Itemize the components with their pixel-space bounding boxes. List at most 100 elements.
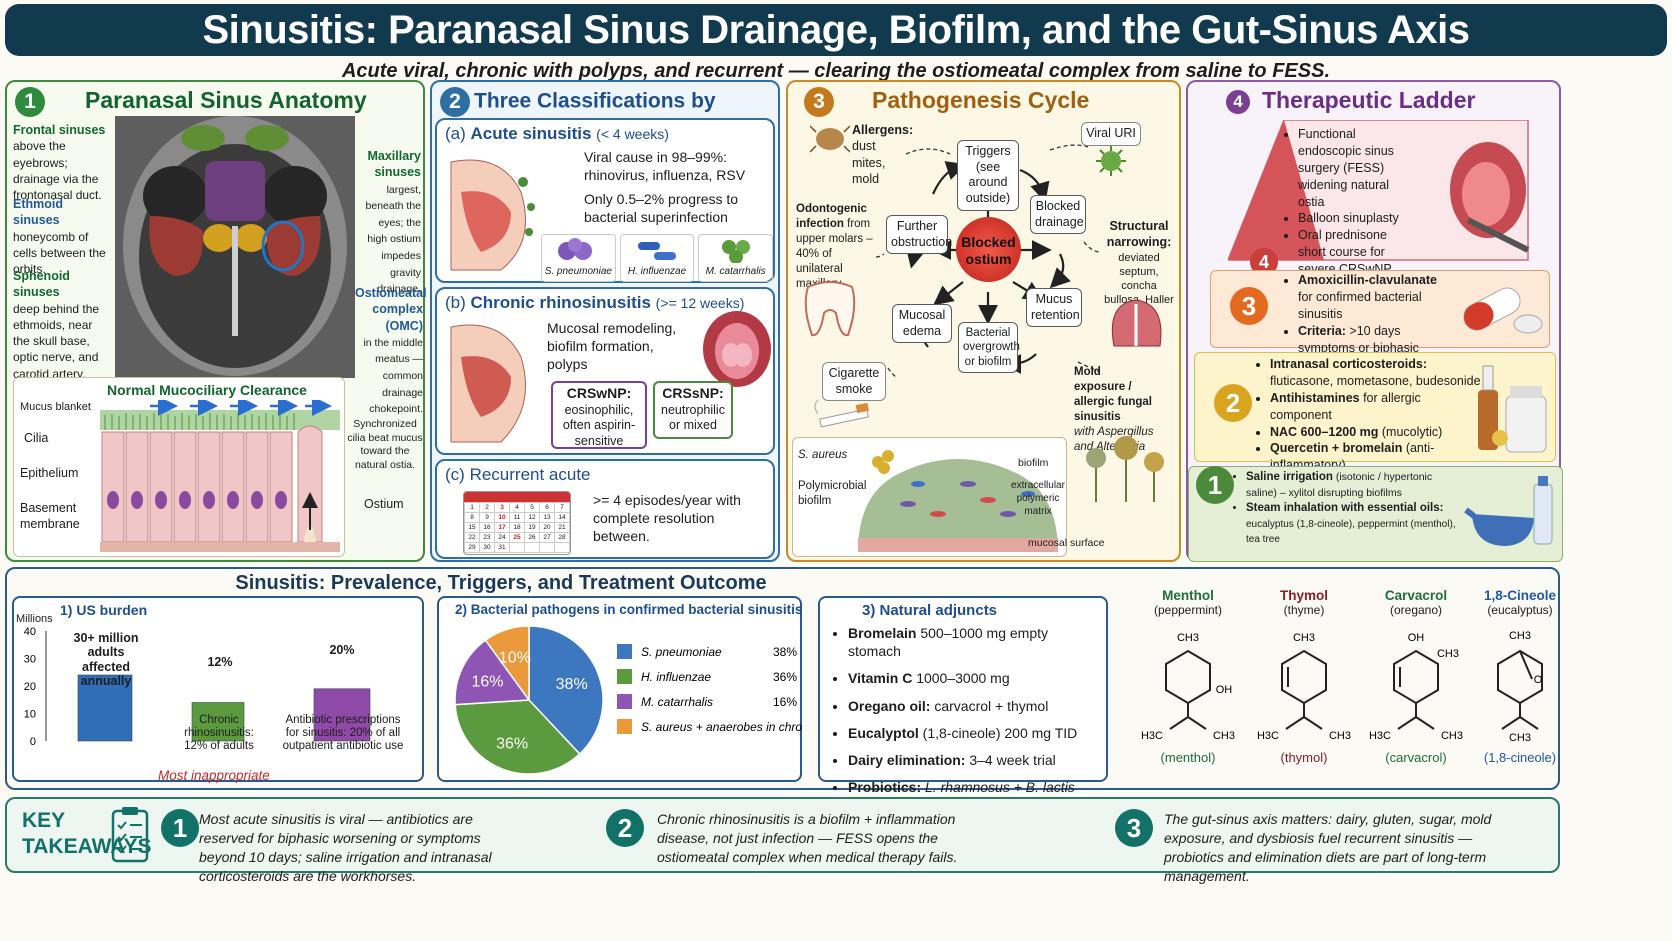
calendar-day [554, 542, 570, 553]
bar3-label: Antibiotic prescriptions for sinusitis: … [282, 714, 404, 753]
takeaway-text: The gut-sinus axis matters: dairy, glute… [1164, 811, 1492, 884]
calendar-day [539, 542, 555, 553]
adjunct-item: Dairy elimination: 3–4 week trial [848, 751, 1102, 769]
bond [1519, 716, 1539, 730]
page-subtitle: Acute viral, chronic with polyps, and re… [341, 60, 1331, 82]
panel-number-badge: 3 [804, 87, 834, 117]
mucus-retention-node: Mucus retention [1026, 288, 1082, 328]
polymicrobial-label: Polymicrobial biofilm [798, 480, 867, 507]
ethmoid-sinus [205, 161, 265, 221]
calendar-day: 31 [494, 542, 510, 553]
legend-entry: M. catarrhalis [641, 695, 713, 709]
legend-entry: S. pneumoniae [641, 645, 722, 659]
chronic-box: (b) Chronic rhinosinusitis (>= 12 weeks)… [435, 287, 775, 455]
mucociliary-title: Normal Mucociliary Clearance [107, 382, 307, 398]
tier4-list: Functional endoscopic sinus surgery (FES… [1284, 126, 1414, 278]
bridge [1519, 650, 1533, 680]
viral-uri-node: Viral URI [1081, 122, 1141, 146]
calendar-day: 23 [479, 532, 495, 543]
bar1-label: 30+ million adults affected annually [73, 631, 139, 689]
sphenoid-sinus-left [203, 224, 235, 252]
tier1-item: Saline irrigation (isotonic / hypertonic… [1246, 470, 1462, 501]
triggers-node: Triggers (see around outside) [957, 140, 1019, 211]
bond [1415, 716, 1435, 730]
adjunct-item: Eucalyptol (1,8-cineole) 200 mg TID [848, 724, 1102, 742]
anatomy-title-text: Paranasal Sinus Anatomy [85, 87, 367, 114]
bottom-title: Sinusitis: Prevalence, Triggers, and Tre… [235, 572, 767, 594]
chronic-heading: (b) Chronic rhinosinusitis (>= 12 weeks) [445, 293, 745, 312]
cigarette-node: Cigarette smoke [822, 362, 886, 402]
crswnp-box: CRSwNP:eosinophilic, often aspirin-sensi… [551, 381, 647, 449]
bond [1501, 716, 1521, 730]
frontal-sinus-left [181, 125, 225, 151]
therapy-title-text: Therapeutic Ladder [1262, 87, 1476, 113]
calendar-day: 28 [554, 532, 570, 543]
molecule-source: (eucalyptus) [1487, 603, 1553, 617]
acute-heading: (a) Acute sinusitis (< 4 weeks) [445, 124, 669, 143]
basement-membrane-label: Basement membrane [20, 501, 80, 532]
pie-slice-1 [528, 625, 604, 756]
bond [1285, 716, 1305, 730]
bacteria-row: S. pneumoniae H. influenzae M. catarrhal… [541, 234, 774, 282]
y-tick-label: 40 [24, 626, 36, 638]
calendar-day: 25 [509, 532, 525, 543]
bar-2 [191, 702, 245, 742]
calendar-day: 4 [509, 502, 525, 513]
calendar-day: 14 [554, 512, 570, 523]
molecule-name: Thymol [1279, 588, 1328, 603]
tier1-number: 1 [1196, 466, 1234, 504]
adjunct-item: Probiotics: L. rhamnosus + B. lactis [848, 778, 1102, 796]
tier4-item: Balloon sinuplasty [1298, 210, 1414, 227]
y-tick-label: 0 [30, 736, 36, 748]
mucosal-edema-node: Mucosal edema [892, 304, 952, 344]
tier4-item: Functional endoscopic sinus surgery (FES… [1298, 126, 1414, 210]
panel-number-badge: 1 [15, 87, 45, 117]
ring [1165, 649, 1211, 705]
calendar-day: 20 [539, 522, 555, 533]
mold-icon [1086, 436, 1164, 502]
calendar-day: 11 [509, 512, 525, 523]
calendar-day: 2 [479, 502, 495, 513]
calendar-day: 15 [464, 522, 480, 533]
calendar-day: 9 [479, 512, 495, 523]
tooth-icon [804, 281, 856, 337]
y-tick-label: 10 [24, 709, 36, 721]
molecule-source: (thyme) [1283, 603, 1325, 617]
y-tick-label: 30 [24, 654, 36, 666]
calendar-day [509, 542, 525, 553]
burden-title: 1) US burden [60, 602, 148, 618]
adjunct-item: Vitamin C 1000–3000 mg [848, 669, 1102, 687]
calendar-day: 6 [539, 502, 555, 513]
calendar-day [524, 542, 540, 553]
skull-ct-illustration [115, 116, 355, 378]
legend-value: 36% [773, 670, 797, 684]
biofilm-label: biofilm [1018, 457, 1049, 469]
nasal-polyp-icon [703, 311, 771, 387]
calendar-day: 10 [494, 512, 510, 523]
takeaway-text: Most acute sinusitis is viral — antibiot… [199, 811, 492, 884]
calendar-day: 27 [539, 532, 555, 543]
sphenoid-sinus-right [235, 224, 267, 252]
legend-swatch [617, 669, 632, 684]
pie-slice-3 [454, 639, 531, 706]
further-obstruction-node: Further obstruction [886, 215, 952, 255]
anatomy-panel: 1 Paranasal Sinus Anatomy Frontal sinuses… [5, 80, 427, 562]
epithelium-illustration [100, 400, 340, 552]
takeaways-bar [5, 797, 1560, 873]
biofilm-illustration [858, 450, 1058, 552]
calendar-day: 7 [554, 502, 570, 513]
takeaway-number: 2 [606, 809, 644, 847]
s-aureus-label: S. aureus [798, 449, 848, 461]
recurrent-text: >= 4 episodes/year with complete resolut… [593, 492, 741, 545]
